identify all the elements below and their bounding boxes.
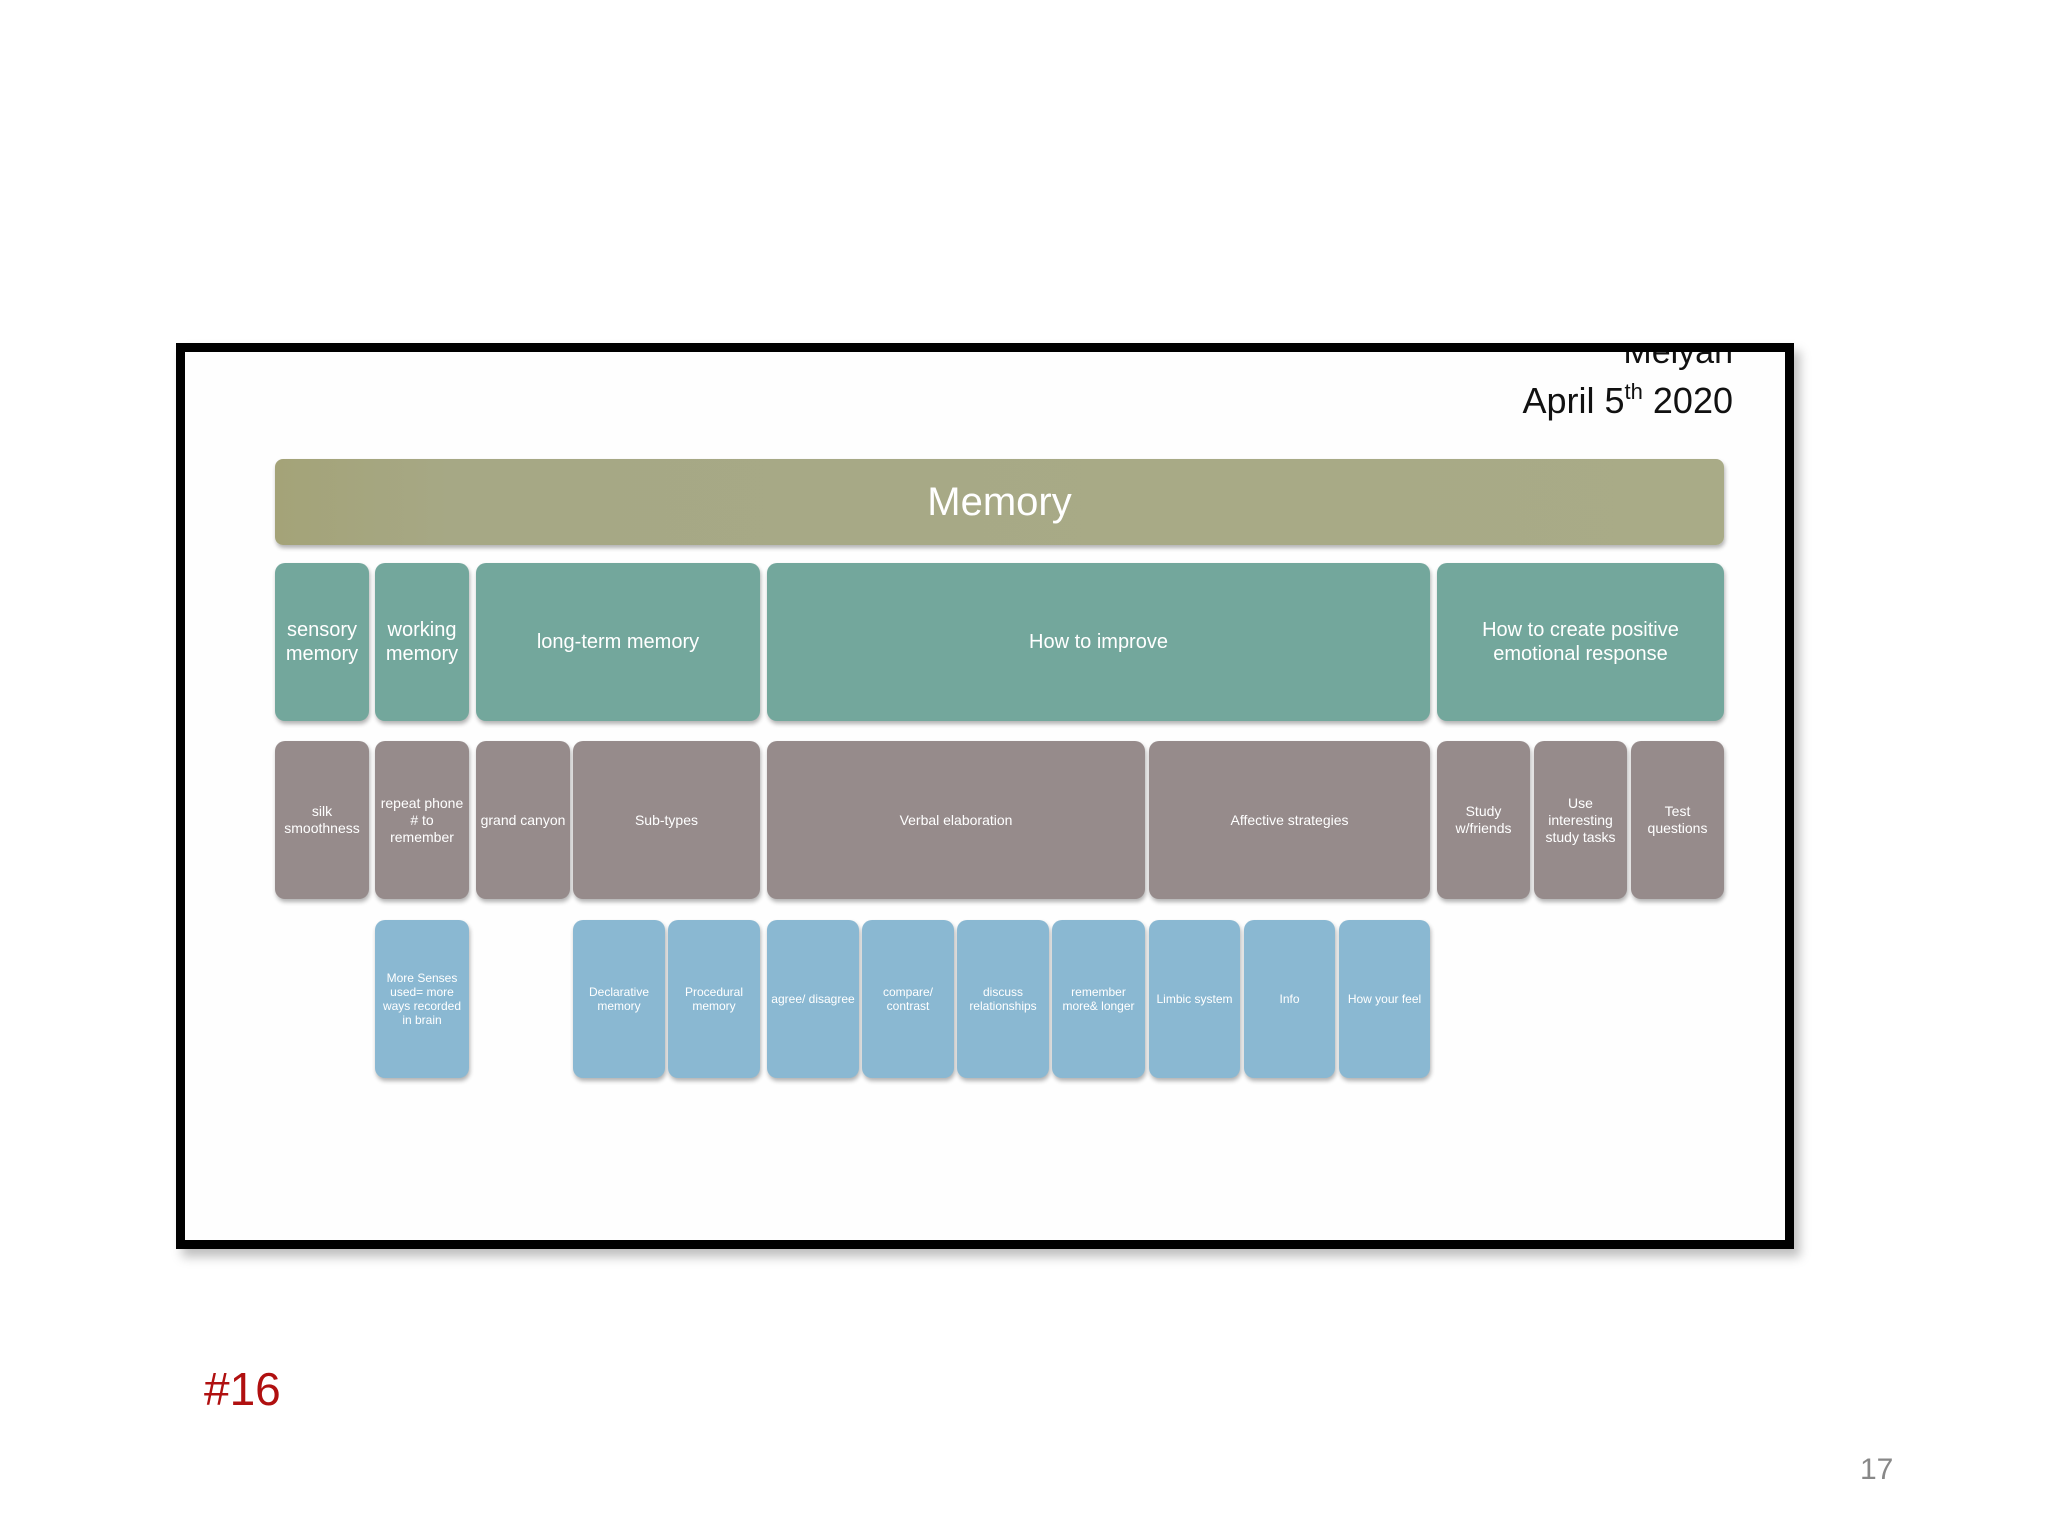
node-affective-strategies: Affective strategies [1149, 741, 1430, 899]
node-how-your-feel: How your feel [1339, 920, 1430, 1078]
node-limbic-system: Limbic system [1149, 920, 1240, 1078]
node-discuss-relationships: discuss relationships [957, 920, 1049, 1078]
node-test-questions: Test questions [1631, 741, 1724, 899]
node-silk-smoothness: silk smoothness [275, 741, 369, 899]
node-info: Info [1244, 920, 1335, 1078]
node-remember-more-longer: remember more& longer [1052, 920, 1145, 1078]
slide-frame: Meiyan April 5th 2020 Memory sensory mem… [176, 343, 1794, 1249]
node-sub-types: Sub-types [573, 741, 760, 899]
node-long-term-memory: long-term memory [476, 563, 760, 721]
page-number: 17 [1860, 1453, 1894, 1486]
node-more-senses: More Senses used= more ways recorded in … [375, 920, 469, 1078]
node-grand-canyon: grand canyon [476, 741, 570, 899]
slide-date: April 5th 2020 [1522, 379, 1734, 421]
node-sensory-memory: sensory memory [275, 563, 369, 721]
node-verbal-elaboration: Verbal elaboration [767, 741, 1145, 899]
node-repeat-phone: repeat phone # to remember [375, 741, 469, 899]
memory-title-bar: Memory [275, 459, 1724, 545]
node-working-memory: working memory [375, 563, 469, 721]
node-agree-disagree: agree/ disagree [767, 920, 859, 1078]
node-procedural-memory: Procedural memory [668, 920, 760, 1078]
slide-tag: #16 [204, 1363, 281, 1415]
author-name: Meiyan [1623, 343, 1733, 371]
node-declarative-memory: Declarative memory [573, 920, 665, 1078]
node-compare-contrast: compare/ contrast [862, 920, 954, 1078]
node-how-to-improve: How to improve [767, 563, 1430, 721]
node-study-with-friends: Study w/friends [1437, 741, 1530, 899]
node-interesting-study-tasks: Use interesting study tasks [1534, 741, 1627, 899]
node-positive-emotional-response: How to create positive emotional respons… [1437, 563, 1724, 721]
